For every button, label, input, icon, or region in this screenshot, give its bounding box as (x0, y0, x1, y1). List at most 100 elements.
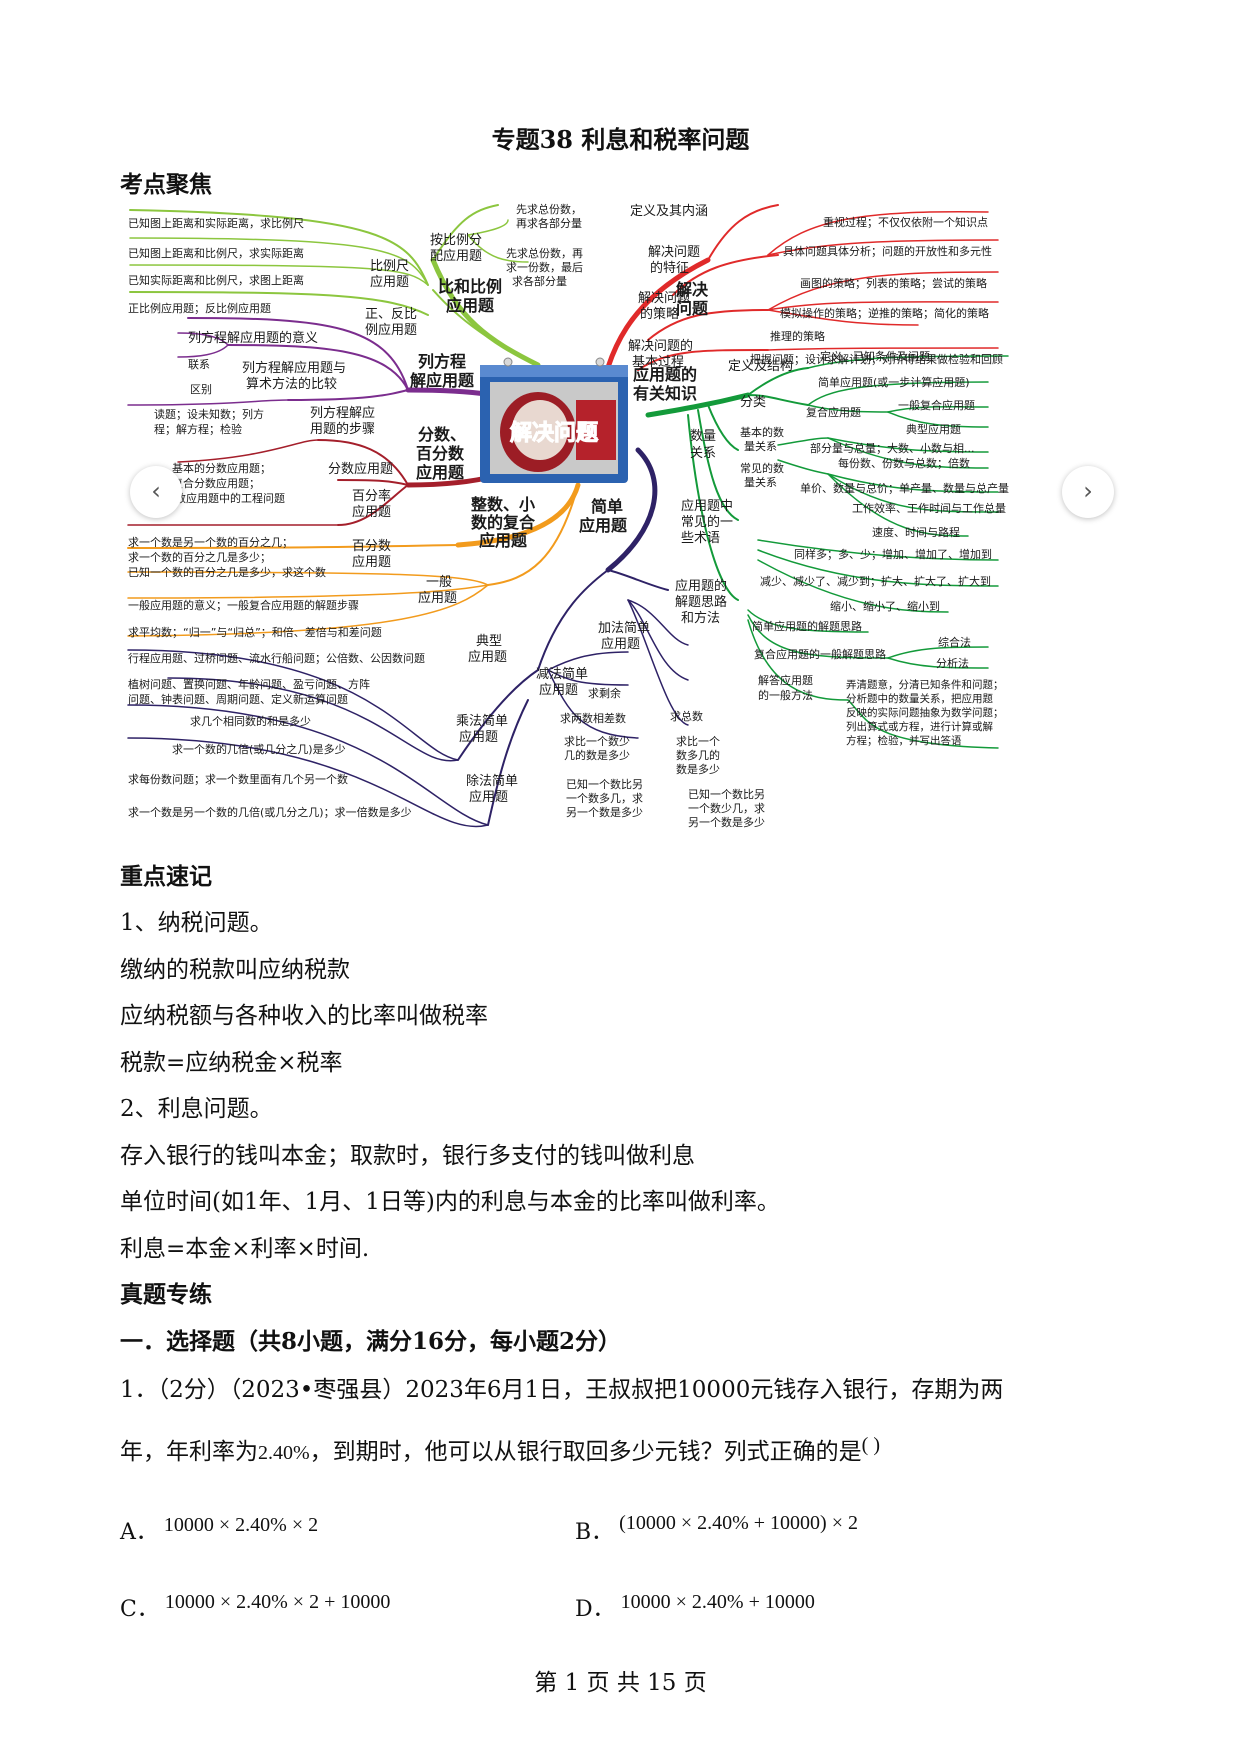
option-b-label: B． (575, 1520, 614, 1545)
leaf-s2: 每份数、份数与总数；倍数 (838, 456, 970, 470)
leaf-w2: 减少、减少了、减少到；扩大、扩大了、扩大到 (760, 574, 991, 588)
node-fangcheng-yiyi: 列方程解应用题的意义 (188, 330, 318, 346)
leaf-jiejue-5: 推理的策略 (770, 329, 825, 343)
option-c-label: C． (120, 1597, 159, 1622)
leaf-zhengshu-y1: 一般应用题的意义；一般复合应用题的解题步骤 (128, 598, 359, 612)
leaf-ja2: 求比一个数多几的数是多少 (676, 735, 720, 776)
leaf-jiejue-4: 模拟操作的策略；逆推的策略；简化的策略 (780, 306, 989, 320)
leaf-chufa-d1: 求每份数问题；求一个数里面有几个另一个数 (128, 772, 348, 786)
option-b[interactable]: B．(10000 × 2.40% + 10000) × 2 (575, 1512, 858, 1546)
node-fenshu-fsy: 分数应用题 (328, 461, 393, 477)
answer-parenthesis: ( ) (861, 1434, 880, 1456)
branch-orange (455, 482, 581, 548)
leaf-jb: 基本的数量关系 (740, 425, 784, 453)
option-d[interactable]: D．10000 × 2.40% + 10000 (575, 1591, 815, 1623)
leaf-m5: 解答应用题的一般方法 (758, 673, 813, 702)
branch-label-jiejue: 解决问题 (676, 280, 709, 318)
leaf-g1: 定义、已知条件及问题 (820, 349, 930, 363)
node-celue: 解决问题的策略 (638, 291, 690, 322)
option-a[interactable]: A．10000 × 2.40% × 2 (120, 1514, 318, 1546)
leaf-qsy: 求剩余 (588, 686, 621, 700)
node-jianfa: 减法简单应用题 (536, 666, 588, 698)
section-heading-focus: 考点聚焦 (120, 171, 212, 198)
note-line-2: 缴纳的税款叫应纳税款 (120, 957, 350, 983)
option-a-expr: 10000 × 2.40% × 2 (163, 1514, 319, 1536)
node-shuliang: 数量关系 (690, 429, 716, 461)
node-shuyu: 应用题中常见的一些术语 (681, 498, 733, 546)
node-silu: 应用题的解题思路和方法 (675, 578, 727, 626)
node-zhengshu-yiban: 一般应用题 (418, 574, 457, 606)
note-line-7: 单位时间(如1年、1月、1日等)内的利息与本金的比率叫做利率。 (120, 1189, 780, 1215)
node-dyjg: 定义及结构 (728, 359, 793, 374)
branch-label-youguan: 应用题的有关知识 (633, 365, 697, 403)
branch-navy (605, 447, 658, 573)
leaf-bili-c1: 正比例应用题；反比例应用题 (128, 301, 271, 315)
leaf-jiejue-6: 把握问题；设计求解计划；对所得结果做检验和回顾 (750, 352, 1003, 366)
note-line-1: 1、纳税问题。 (120, 910, 273, 936)
leaf-m6: 弄清题意，分清已知条件和问题；分析题中的数量关系，把应用题反映的实际问题抽象为数… (846, 678, 1004, 747)
leaf-lianxi: 联系 (188, 358, 210, 371)
leaf-m1: 简单应用题的解题思路 (752, 619, 862, 633)
question-1-line-2: 年，年利率为2.40%，到期时，他可以从银行取回多少元钱？列式正确的是( ) (120, 1432, 880, 1466)
leaf-jiejue-2: 具体问题具体分析；问题的开放性和多元性 (783, 244, 992, 258)
carousel-next-button[interactable]: › (1062, 466, 1114, 518)
node-guocheng: 解决问题的基本过程 (628, 338, 693, 370)
section-heading-notes: 重点速记 (120, 863, 212, 890)
leaf-jiejue-1: 重视过程；不仅仅依附一个知识点 (823, 215, 988, 229)
center-node-label: 解决问题 (510, 420, 599, 446)
note-line-8: 利息=本金×利率×时间. (120, 1236, 370, 1262)
page-footer: 第 1 页 共 15 页 (534, 1670, 707, 1696)
section-heading-practice: 真题专练 (120, 1281, 212, 1308)
option-d-expr: 10000 × 2.40% + 10000 (620, 1591, 815, 1613)
node-chengfa: 乘法简单应用题 (456, 713, 508, 745)
question-1-text-b: ，到期时，他可以从银行取回多少元钱？列式正确的是 (309, 1439, 862, 1465)
center-node: 解决问题 (480, 357, 628, 483)
leaf-bili-b1: 已知图上距离和实际距离，求比例尺 (128, 216, 304, 230)
option-d-label: D． (575, 1597, 615, 1622)
leaf-s1: 部分量与总量；大数、小数与相... (810, 441, 975, 455)
node-chufa: 除法简单应用题 (466, 773, 518, 805)
interest-rate: 2.40% (258, 1442, 310, 1464)
carousel-prev-button[interactable]: ‹ (130, 466, 182, 518)
leaf-bili-a1: 先求总份数，再求各部分量 (516, 202, 582, 230)
option-b-expr: (10000 × 2.40% + 10000) × 2 (619, 1512, 858, 1534)
option-c[interactable]: C．10000 × 2.40% × 2 + 10000 (120, 1591, 390, 1623)
leaf-w1: 同样多；多、少；增加、增加了、增加到 (794, 547, 992, 561)
option-a-label: A． (120, 1520, 158, 1545)
leaf-bili-b2: 已知图上距离和比例尺，求实际距离 (128, 246, 304, 260)
branch-label-fenshu: 分数、百分数应用题 (416, 425, 466, 482)
leaf-ja3: 已知一个数比另一个数少几，求另一个数是多少 (688, 787, 765, 829)
leaf-zhengshu-t2: 行程应用题、过桥问题、流水行船问题；公倍数、公因数问题 (128, 651, 425, 665)
leaf-j2: 求比一个数少几的数是多少 (564, 735, 630, 762)
leaf-s4: 工作效率、工作时间与工作总量 (852, 501, 1006, 515)
leaf-g2: 简单应用题(或一步计算应用题) (818, 375, 970, 389)
leaf-chengfa-c1: 求几个相同数的和是多少 (190, 714, 311, 728)
node-fenshu-bfl: 百分率应用题 (352, 488, 391, 520)
leaf-s5: 速度、时间与路程 (872, 525, 960, 539)
node-def: 定义及其内涵 (630, 203, 708, 219)
node-zhengshu-dianxing: 典型应用题 (468, 634, 507, 665)
node-jiafa: 加法简单应用题 (598, 620, 650, 652)
note-line-4: 税款=应纳税金×税率 (120, 1050, 343, 1076)
question-1-line-1: 1．（2分）（2023•枣强县）2023年6月1日，王叔叔把10000元钱存入银… (120, 1377, 1004, 1403)
leaf-j3: 已知一个数比另一个数多几，求另一个数是多少 (566, 777, 643, 819)
node-fenshu-bfs: 百分数应用题 (352, 539, 391, 570)
node-anbili: 按比例分配应用题 (430, 233, 482, 264)
node-tezheng: 解决问题的特征 (648, 245, 700, 276)
node-fangcheng-buzhou: 列方程解应用题的步骤 (310, 405, 375, 437)
leaf-chengfa-c2: 求一个数的几倍(或几分之几)是多少 (172, 742, 346, 756)
leaf-jiejue-3: 画图的策略；列表的策略；尝试的策略 (800, 276, 987, 290)
node-fangcheng-bijiao: 列方程解应用题与算术方法的比较 (242, 360, 346, 392)
node-fenlei: 分类 (740, 395, 766, 410)
leaf-g3: 复合应用题 (806, 405, 861, 419)
leaf-m2: 复合应用题的一般解题思路 (754, 647, 886, 661)
leaf-zhengshu-t3: 植树问题、置换问题、年龄问题、盈亏问题、方阵问题、钟表问题、周期问题、定义新运算… (128, 677, 370, 706)
branch-label-zhengshu: 整数、小数的复合应用题 (470, 495, 536, 550)
note-line-5: 2、利息问题。 (120, 1096, 273, 1122)
mind-map: 解决问题 解决问题 比和比例应用题 列方程解应用题 分数、百分数应用题 整数、小… (127, 202, 1009, 829)
note-line-6: 存入银行的钱叫本金；取款时，银行多支付的钱叫做利息 (120, 1143, 695, 1169)
note-line-3: 应纳税额与各种收入的比率叫做税率 (120, 1003, 488, 1029)
leaf-s3: 单价、数量与总价；单产量、数量与总产量 (800, 481, 1009, 495)
leaf-fangcheng-d1: 读题；设未知数；列方程；解方程；检验 (154, 407, 264, 436)
leaf-chufa-d2: 求一个数是另一个数的几倍(或几分之几)；求一倍数是多少 (128, 805, 412, 819)
